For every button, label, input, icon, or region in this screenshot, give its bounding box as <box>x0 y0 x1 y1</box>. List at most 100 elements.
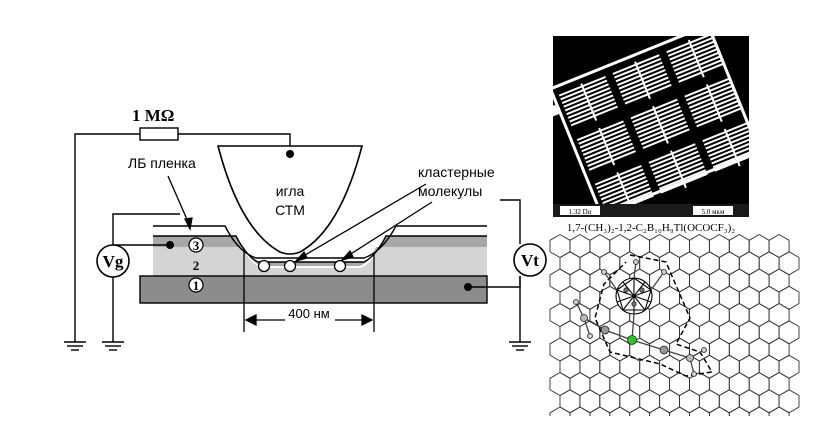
tip-label-line2: СТМ <box>275 202 305 218</box>
layer-3-marker <box>188 237 204 253</box>
lattice-hexagon <box>549 337 571 362</box>
lb-film-arrow <box>167 175 193 232</box>
lattice-hexagon <box>698 285 720 310</box>
lattice-hexagon <box>758 389 780 414</box>
stm-tip <box>216 145 364 255</box>
cluster-label-line1: кластерные <box>418 164 495 180</box>
lattice-hexagon <box>689 268 710 293</box>
gate-source-label: Vg <box>103 252 124 271</box>
molecular-structure <box>549 233 800 421</box>
lattice-hexagon <box>728 406 750 421</box>
molecule-atoms <box>573 259 707 377</box>
tip-circuit <box>468 199 521 342</box>
resistor-label: 1 MΩ <box>132 106 174 125</box>
cluster-label-line2: молекулы <box>418 183 482 199</box>
lattice-hexagon <box>778 354 800 379</box>
lattice-hexagon <box>768 337 790 362</box>
cluster-molecule <box>283 259 297 273</box>
cluster-molecule <box>257 259 271 273</box>
tip-source-label: Vt <box>521 251 539 270</box>
lattice-hexagon <box>738 251 760 276</box>
micrograph-scale-right: 5.0 мкм <box>702 208 725 216</box>
lattice-hexagon <box>649 302 671 328</box>
lattice-hexagon <box>639 354 661 379</box>
lattice-hexagon <box>738 389 760 414</box>
lattice-hexagon <box>698 389 720 414</box>
lattice-hexagon <box>599 354 621 379</box>
layer-1-marker <box>188 277 204 293</box>
lattice-hexagon <box>569 268 591 293</box>
lattice-hexagon <box>718 320 740 345</box>
atom <box>686 354 694 362</box>
ground-symbol-left <box>64 341 86 351</box>
hexagonal-lattice <box>549 233 800 421</box>
lattice-hexagon <box>748 268 770 293</box>
lattice-hexagon <box>659 285 680 310</box>
layer-3-label: 3 <box>193 238 200 253</box>
lattice-hexagon <box>649 406 671 421</box>
lattice-hexagon <box>639 320 661 345</box>
atom <box>691 371 697 377</box>
lattice-hexagon <box>758 251 780 276</box>
lattice-hexagon <box>718 389 740 414</box>
lattice-hexagon <box>639 251 661 276</box>
lattice-hexagon <box>728 268 750 293</box>
lattice-hexagon <box>599 389 621 414</box>
sem-micrograph: 1.32 Dα 5.0 мкм <box>530 5 774 235</box>
lattice-hexagon <box>609 233 631 259</box>
layer-2-label: 2 <box>193 258 200 273</box>
cluster-molecule <box>333 259 347 273</box>
lattice-hexagon <box>708 406 730 421</box>
lattice-hexagon <box>679 251 700 276</box>
lattice-hexagon <box>698 320 720 345</box>
lattice-hexagon <box>748 233 770 259</box>
lattice-hexagon <box>778 251 800 276</box>
lattice-hexagon <box>549 268 571 293</box>
lattice-hexagon <box>559 354 581 379</box>
lattice-hexagon <box>748 371 770 397</box>
lattice-hexagon <box>698 251 720 276</box>
lattice-hexagon <box>689 302 710 328</box>
micrograph-scale-left: 1.32 Dα <box>569 208 592 216</box>
lattice-hexagon <box>669 406 690 421</box>
layer-1-label: 1 <box>193 278 200 293</box>
lattice-hexagon <box>579 320 601 345</box>
lattice-hexagon <box>778 389 800 414</box>
lattice-hexagon <box>559 251 581 276</box>
ground-symbol-gate <box>102 341 124 351</box>
atom <box>573 299 579 305</box>
lattice-hexagon <box>559 320 581 345</box>
lattice-hexagon <box>549 233 571 259</box>
lattice-hexagon <box>579 285 601 310</box>
lattice-hexagon <box>549 302 571 328</box>
gate-circuit <box>112 213 180 342</box>
atom <box>659 345 669 355</box>
lattice-hexagon <box>629 233 651 259</box>
lattice-hexagon <box>619 354 641 379</box>
lattice-hexagon <box>589 337 611 362</box>
lattice-hexagon <box>768 233 790 259</box>
lattice-hexagon <box>689 406 710 421</box>
atom <box>601 269 607 275</box>
lattice-hexagon <box>659 354 680 379</box>
molecule-formula: 1,7-(CH₃)₂-1,2-C₂B₁₀H₉Tl(OCOCF₃)₂ <box>567 222 735 234</box>
tip-contact-dot <box>286 150 294 158</box>
lattice-hexagon <box>609 337 631 362</box>
lattice-hexagon <box>649 233 671 259</box>
lattice-hexagon <box>619 389 641 414</box>
lattice-hexagon <box>609 406 631 421</box>
atom <box>623 287 629 293</box>
lattice-hexagon <box>708 371 730 397</box>
resistor-circuit <box>74 127 291 342</box>
lattice-hexagon <box>718 251 740 276</box>
tip-source <box>513 243 547 277</box>
lattice-hexagon <box>679 285 700 310</box>
lattice-hexagon <box>629 406 651 421</box>
lattice-hexagon <box>758 320 780 345</box>
lattice-hexagon <box>778 320 800 345</box>
lattice-hexagon <box>569 371 591 397</box>
gap-dimension-label: 400 нм <box>288 306 329 321</box>
lattice-hexagon <box>569 302 591 328</box>
